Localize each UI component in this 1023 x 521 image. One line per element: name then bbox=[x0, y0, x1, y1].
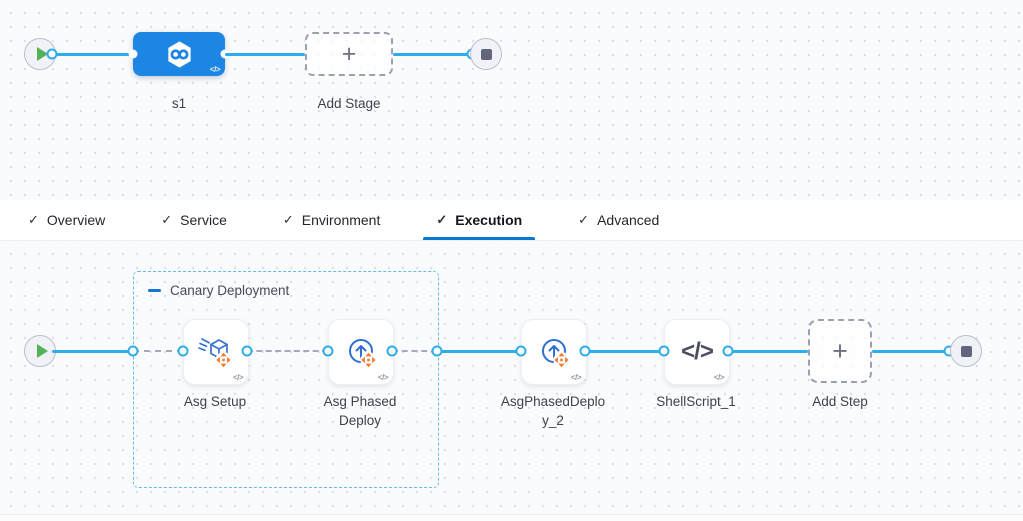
tab-label: Service bbox=[180, 212, 227, 228]
code-badge-icon: </> bbox=[377, 373, 389, 382]
tab-label: Execution bbox=[455, 212, 523, 228]
tab-label: Environment bbox=[301, 212, 381, 228]
canary-deployment-group: Canary Deployment bbox=[133, 271, 439, 488]
step-label: AsgPhasedDeploy_2 bbox=[500, 394, 606, 428]
step-label: ShellScript_1 bbox=[656, 394, 736, 409]
add-stage-button[interactable]: + bbox=[305, 32, 393, 76]
code-badge-icon: </> bbox=[232, 373, 244, 382]
stage-label: s1 bbox=[171, 96, 187, 111]
pipeline-end-node bbox=[470, 38, 502, 70]
connector-line bbox=[393, 52, 472, 56]
connector-line bbox=[585, 349, 664, 353]
step-label: Asg Setup bbox=[183, 394, 247, 409]
stage-graph-canvas[interactable]: </> + s1 Add Stage bbox=[0, 0, 1023, 200]
connector-line bbox=[247, 350, 328, 352]
add-step-button[interactable]: + bbox=[808, 319, 872, 383]
asg-phased-deploy-icon bbox=[542, 339, 570, 368]
add-stage-label: Add Stage bbox=[317, 96, 381, 111]
tab-overview[interactable]: ✓ Overview bbox=[15, 200, 118, 240]
tab-environment[interactable]: ✓ Environment bbox=[270, 200, 394, 240]
connector-point bbox=[579, 345, 591, 357]
step-node-shellscript-1[interactable]: </> </> bbox=[664, 319, 730, 385]
connector-point bbox=[386, 345, 398, 357]
add-step-label: Add Step bbox=[812, 394, 868, 409]
plus-icon: + bbox=[341, 39, 357, 68]
connector-point bbox=[127, 345, 139, 357]
execution-graph-canvas[interactable]: Canary Deployment bbox=[0, 241, 1023, 514]
code-badge-icon: </> bbox=[209, 65, 221, 74]
move-handle-icon bbox=[216, 352, 231, 368]
tab-service[interactable]: ✓ Service bbox=[148, 200, 240, 240]
connector-line bbox=[872, 349, 949, 353]
play-icon bbox=[36, 47, 48, 61]
check-icon: ✓ bbox=[578, 212, 590, 227]
connector-point bbox=[722, 345, 734, 357]
move-handle-icon bbox=[554, 352, 569, 368]
group-title: Canary Deployment bbox=[170, 283, 290, 298]
group-header: Canary Deployment bbox=[148, 283, 289, 298]
tab-advanced[interactable]: ✓ Advanced bbox=[565, 200, 672, 240]
connector-point bbox=[431, 345, 443, 357]
move-handle-icon bbox=[361, 352, 376, 368]
check-icon: ✓ bbox=[28, 212, 39, 227]
connector-point bbox=[46, 48, 58, 60]
asg-setup-icon bbox=[198, 338, 232, 368]
connector-point bbox=[322, 345, 334, 357]
check-icon: ✓ bbox=[282, 212, 294, 227]
plus-icon: + bbox=[832, 335, 848, 366]
connector-line bbox=[728, 349, 808, 353]
code-badge-icon: </> bbox=[713, 373, 725, 382]
connector-line bbox=[133, 350, 183, 352]
step-label: Asg Phased Deploy bbox=[323, 394, 397, 428]
cd-stage-icon bbox=[167, 40, 191, 68]
step-node-asg-setup[interactable]: </> bbox=[183, 319, 249, 385]
connector-line bbox=[52, 349, 133, 353]
footer-strip bbox=[0, 514, 1023, 521]
stage-config-tabbar: ✓ Overview ✓ Service ✓ Environment ✓ Exe… bbox=[0, 200, 1023, 241]
execution-start-node bbox=[24, 335, 56, 367]
connector-line bbox=[52, 52, 135, 56]
connector-point bbox=[177, 345, 189, 357]
tab-execution[interactable]: ✓ Execution bbox=[423, 200, 535, 240]
check-icon: ✓ bbox=[161, 212, 173, 227]
stop-icon bbox=[960, 345, 972, 357]
connector-point bbox=[241, 345, 253, 357]
tab-label: Advanced bbox=[597, 212, 660, 228]
tab-label: Overview bbox=[46, 212, 106, 228]
connector-point bbox=[128, 49, 138, 59]
step-node-asg-phased-deploy-2[interactable]: </> bbox=[521, 319, 587, 385]
connector-line bbox=[392, 350, 437, 352]
shell-script-icon: </> bbox=[681, 338, 714, 365]
step-node-asg-phased-deploy[interactable]: </> bbox=[328, 319, 394, 385]
connector-point bbox=[515, 345, 527, 357]
stop-icon bbox=[480, 48, 492, 60]
code-badge-icon: </> bbox=[570, 373, 582, 382]
stage-node-s1[interactable]: </> bbox=[133, 32, 225, 76]
check-icon: ✓ bbox=[436, 212, 448, 227]
collapse-group-icon[interactable] bbox=[148, 289, 161, 292]
connector-line bbox=[225, 52, 305, 56]
connector-line bbox=[437, 349, 521, 353]
connector-point bbox=[658, 345, 670, 357]
execution-end-node bbox=[950, 335, 982, 367]
play-icon bbox=[36, 344, 48, 358]
asg-phased-deploy-icon bbox=[349, 339, 377, 368]
